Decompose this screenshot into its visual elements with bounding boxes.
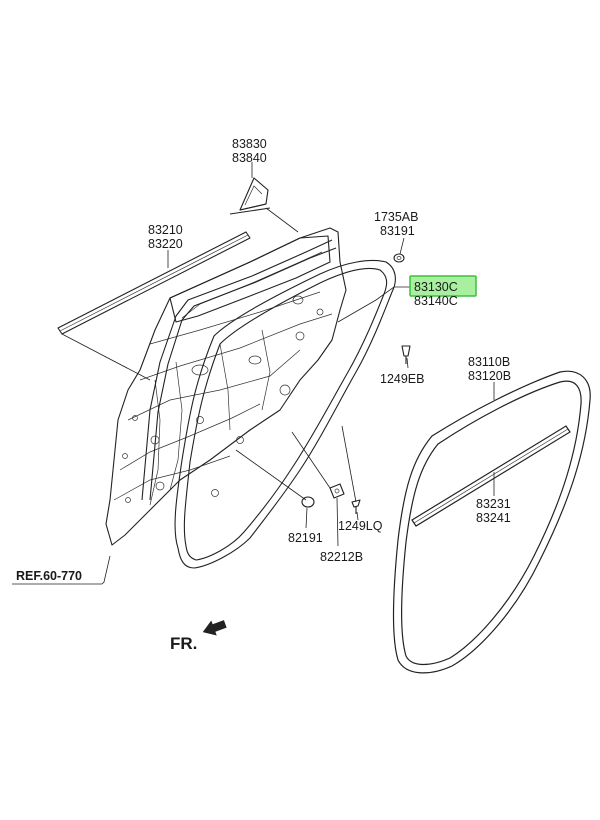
label-83110b[interactable]: 83110B [468,355,510,369]
part-83210-belt-strip [57,231,251,335]
label-83241[interactable]: 83241 [476,511,511,525]
highlight-box [409,275,477,297]
front-label: FR. [170,634,197,653]
leader-lines [61,162,495,585]
label-1735ab[interactable]: 1735AB [374,210,418,224]
label-83220[interactable]: 83220 [148,237,183,251]
label-83840[interactable]: 83840 [232,151,267,165]
label-83120b[interactable]: 83120B [468,369,511,383]
label-83210[interactable]: 83210 [148,223,183,237]
part-82191-cap [301,496,315,508]
part-1735ab-clip [393,253,405,263]
label-83231[interactable]: 83231 [476,497,511,511]
label-82212b[interactable]: 82212B [320,550,363,564]
part-1249eb-bolt [401,345,411,364]
label-82191[interactable]: 82191 [288,531,323,545]
part-83830-delta-moulding [229,177,271,215]
label-83191[interactable]: 83191 [380,224,415,238]
part-1249lq-screw [351,499,361,514]
door-inner-panel [105,227,347,546]
label-1249lq[interactable]: 1249LQ [338,519,383,533]
reference-label[interactable]: REF.60-770 [16,569,82,583]
label-83140c[interactable]: 83140C [414,294,458,308]
part-83231-inner-moulding [411,425,571,527]
label-83830[interactable]: 83830 [232,137,267,151]
label-83130c[interactable]: 83130C [414,280,458,294]
label-1249eb[interactable]: 1249EB [380,372,424,386]
front-direction-arrow-icon [202,620,227,636]
part-82212b-bracket [329,483,345,499]
upper-frame-moulding [141,239,337,501]
door-frame-weatherstrip [174,259,396,569]
